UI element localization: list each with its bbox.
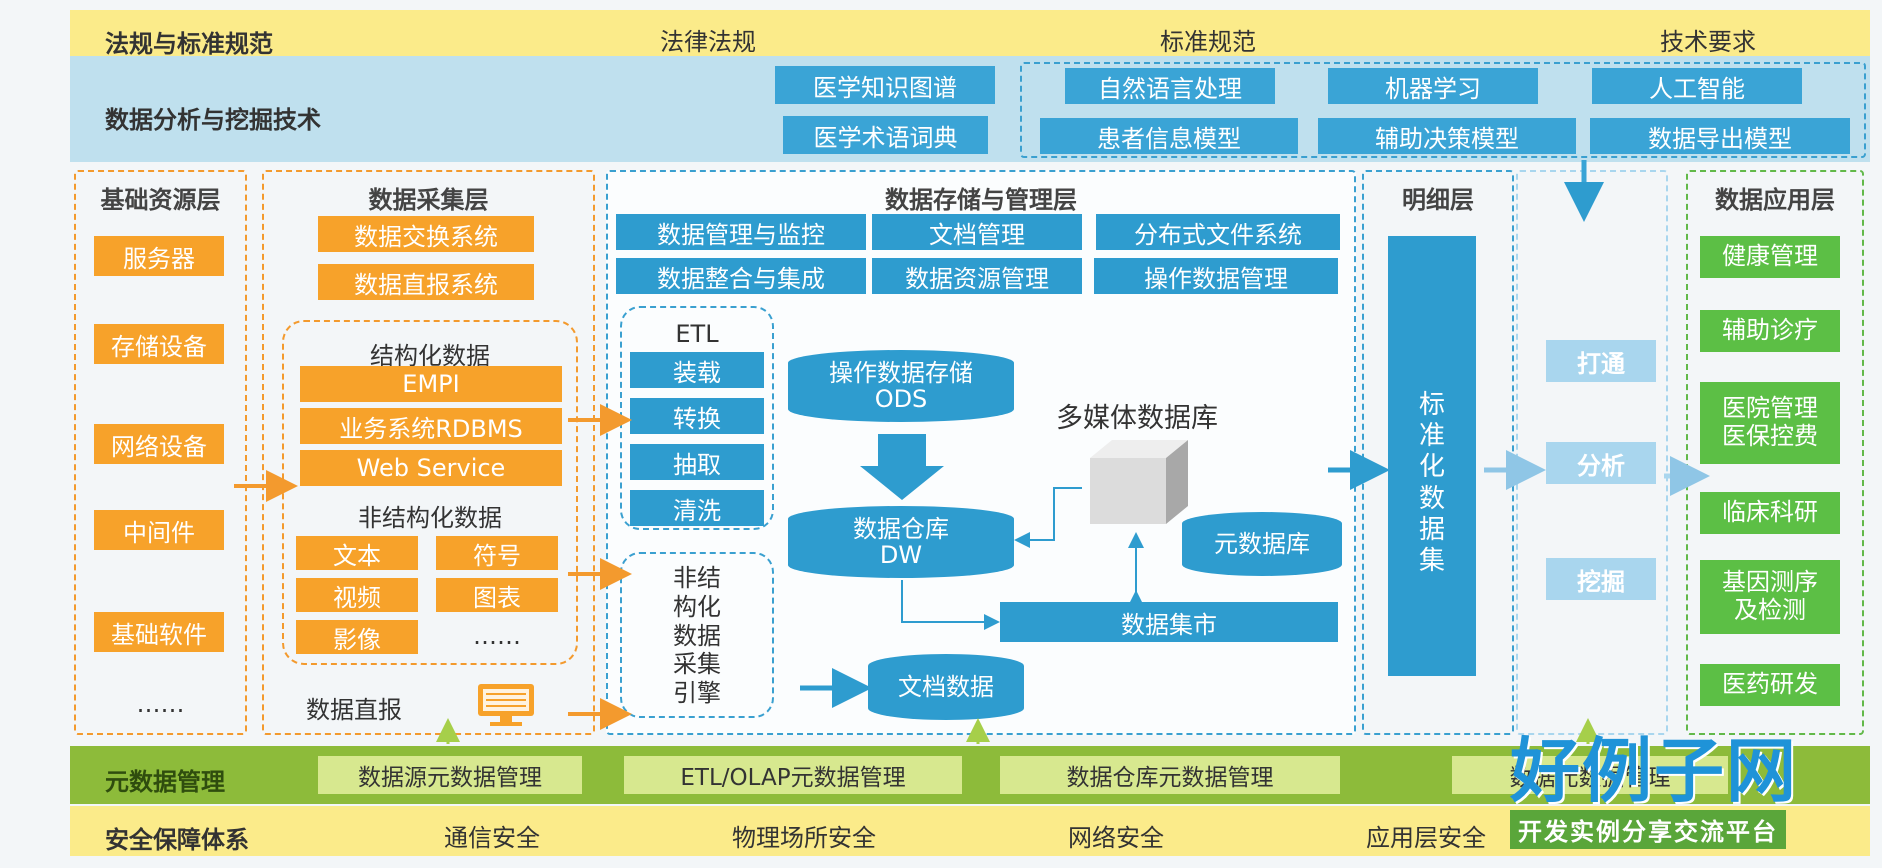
analysis-models-frame	[1020, 62, 1866, 158]
analysis-band-title: 数据分析与挖掘技术	[105, 106, 321, 134]
process-mine-box: 挖掘	[1546, 558, 1656, 600]
etl-clean-box: 清洗	[630, 490, 764, 526]
process-analyze-box: 分析	[1546, 442, 1656, 484]
regulation-item-standard: 标准规范	[1160, 28, 1256, 56]
structured-title: 结构化数据	[370, 342, 490, 370]
collect-layer-frame	[262, 170, 595, 735]
machine-learning-box: 机器学习	[1328, 68, 1538, 104]
meta-source-box: 数据源元数据管理	[318, 756, 582, 794]
app-layer-frame	[1686, 170, 1864, 735]
unstructured-engine-label: 非结构化数据采集引擎	[673, 564, 721, 708]
security-physical: 物理场所安全	[732, 824, 876, 852]
security-band-title: 安全保障体系	[105, 826, 249, 854]
direct-report-label: 数据直报	[306, 696, 402, 724]
site-logo-slogan: 开发实例分享交流平台	[1510, 810, 1786, 849]
regulation-item-law: 法律法规	[660, 28, 756, 56]
base-item-network: 网络设备	[94, 424, 224, 464]
base-more: ……	[136, 690, 185, 718]
doc-data-cylinder: 文档数据	[868, 654, 1024, 720]
unstructured-more: ……	[473, 622, 521, 650]
meta-data-box: 数据元数据管理	[1452, 756, 1728, 794]
multimedia-db-title: 多媒体数据库	[1056, 403, 1218, 434]
etl-title: ETL	[675, 320, 719, 348]
base-item-middleware: 中间件	[94, 510, 224, 550]
detail-layer-title: 明细层	[1402, 186, 1474, 214]
dw-cylinder: 数据仓库 DW	[788, 506, 1014, 578]
metadata-db-cylinder: 元数据库	[1182, 512, 1342, 576]
app-research: 临床科研	[1700, 492, 1840, 534]
text-box: 文本	[296, 536, 418, 570]
doc-mgmt-box: 文档管理	[872, 214, 1082, 250]
storage-layer-title: 数据存储与管理层	[885, 186, 1077, 214]
image-box: 影像	[296, 620, 418, 654]
ods-cylinder: 操作数据存储 ODS	[788, 350, 1014, 422]
app-layer-title: 数据应用层	[1715, 186, 1835, 214]
ai-box: 人工智能	[1592, 68, 1802, 104]
regulation-band-title: 法规与标准规范	[105, 30, 273, 58]
meta-etl-box: ETL/OLAP元数据管理	[624, 756, 962, 794]
monitor-icon	[474, 682, 538, 728]
security-network: 网络安全	[1068, 824, 1164, 852]
rdbms-box: 业务系统RDBMS	[300, 408, 562, 444]
metadata-band-title: 元数据管理	[105, 768, 225, 796]
empi-box: EMPI	[300, 366, 562, 402]
base-item-software: 基础软件	[94, 612, 224, 652]
site-logo: 好例子网 开发实例分享交流平台	[1510, 736, 1840, 856]
app-hospital: 医院管理 医保控费	[1700, 382, 1840, 464]
process-connect-box: 打通	[1546, 340, 1656, 382]
patient-model-box: 患者信息模型	[1040, 118, 1298, 154]
unstructured-title: 非结构化数据	[358, 504, 502, 532]
regulation-item-tech: 技术要求	[1660, 28, 1756, 56]
standard-dataset-bar	[1388, 236, 1476, 676]
medical-knowledge-graph-box: 医学知识图谱	[775, 66, 995, 104]
resource-mgmt-box: 数据资源管理	[872, 258, 1082, 294]
export-model-box: 数据导出模型	[1590, 118, 1850, 154]
app-pharma: 医药研发	[1700, 664, 1840, 706]
direct-report-system-box: 数据直报系统	[318, 264, 534, 300]
multimedia-cube-icon	[1084, 436, 1188, 526]
mgmt-monitor-box: 数据管理与监控	[616, 214, 866, 250]
etl-transform-box: 转换	[630, 398, 764, 434]
base-item-server: 服务器	[94, 236, 224, 276]
security-comm: 通信安全	[444, 824, 540, 852]
base-item-storage: 存储设备	[94, 324, 224, 364]
data-mart-box: 数据集市	[1000, 602, 1338, 642]
etl-extract-box: 抽取	[630, 444, 764, 480]
site-logo-brand: 好例子网	[1510, 730, 1798, 812]
decision-model-box: 辅助决策模型	[1318, 118, 1576, 154]
symbol-box: 符号	[436, 536, 558, 570]
dfs-box: 分布式文件系统	[1096, 214, 1340, 250]
integration-box: 数据整合与集成	[616, 258, 866, 294]
unstructured-engine-frame	[620, 552, 774, 718]
base-layer-frame	[74, 170, 247, 735]
base-layer-title: 基础资源层	[100, 186, 221, 214]
app-gene: 基因测序 及检测	[1700, 560, 1840, 634]
exchange-system-box: 数据交换系统	[318, 216, 534, 252]
ops-data-mgmt-box: 操作数据管理	[1094, 258, 1338, 294]
video-box: 视频	[296, 578, 418, 612]
medical-terminology-box: 医学术语词典	[783, 116, 988, 154]
standard-dataset-label: 标准化数据集	[1418, 390, 1445, 576]
app-health: 健康管理	[1700, 236, 1840, 278]
app-diagnosis: 辅助诊疗	[1700, 310, 1840, 352]
meta-dw-box: 数据仓库元数据管理	[1000, 756, 1340, 794]
collect-layer-title: 数据采集层	[368, 186, 489, 214]
chart-box: 图表	[436, 578, 558, 612]
regulation-band	[70, 10, 1870, 56]
security-app: 应用层安全	[1366, 824, 1486, 852]
web-service-box: Web Service	[300, 450, 562, 486]
etl-load-box: 装载	[630, 352, 764, 388]
nlp-box: 自然语言处理	[1065, 68, 1275, 104]
